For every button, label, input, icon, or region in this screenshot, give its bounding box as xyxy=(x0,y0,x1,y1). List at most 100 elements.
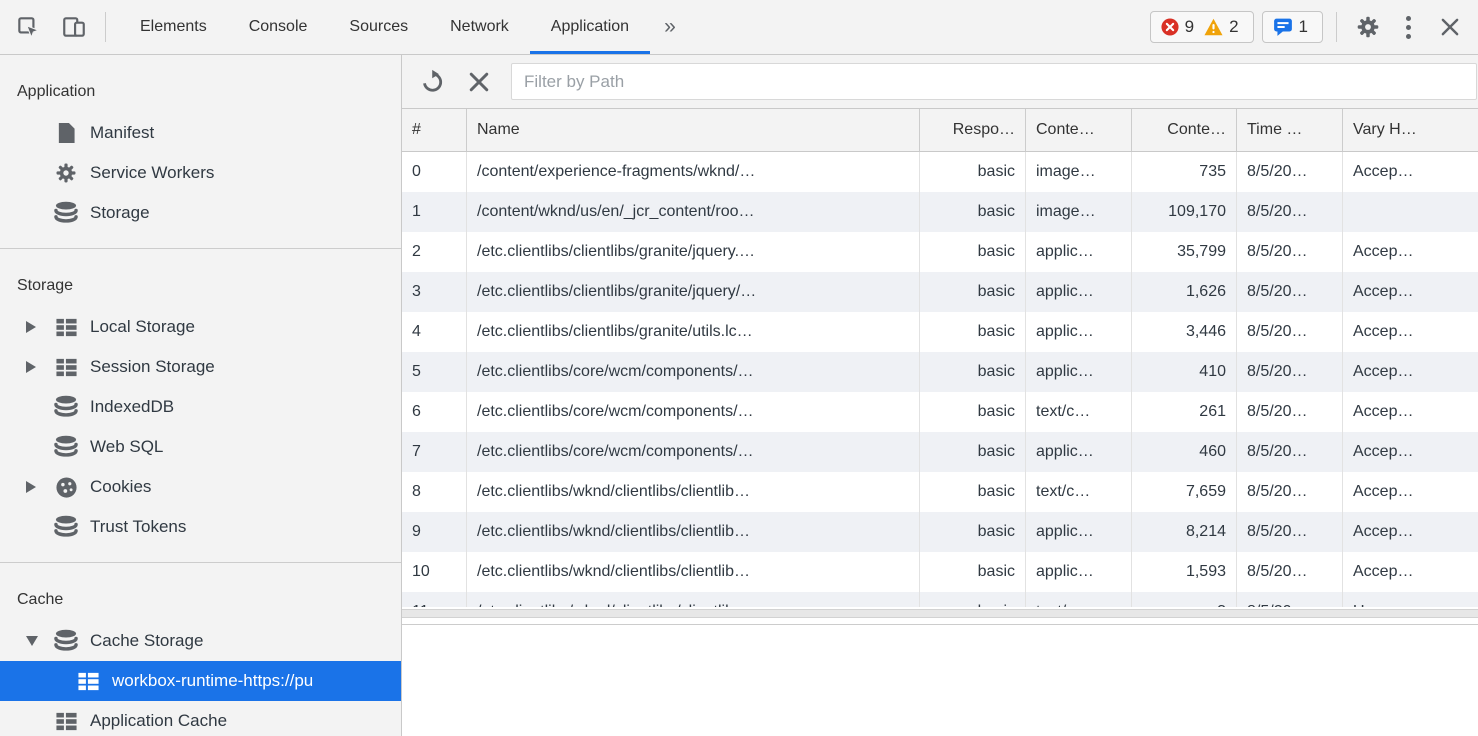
console-messages-badge[interactable]: 1 xyxy=(1261,11,1323,43)
cell-response-type: basic xyxy=(920,352,1026,392)
cell-name: /content/wknd/us/en/_jcr_content/roo… xyxy=(467,192,920,232)
sidebar-item-manifest[interactable]: Manifest xyxy=(0,113,401,153)
database-icon xyxy=(53,628,79,654)
sidebar-item-service-workers[interactable]: Service Workers xyxy=(0,153,401,193)
tab-sources[interactable]: Sources xyxy=(349,18,409,35)
table-row[interactable]: 2/etc.clientlibs/clientlibs/granite/jque… xyxy=(402,232,1478,272)
chevron-down-icon[interactable] xyxy=(26,636,38,646)
arrow-slot xyxy=(26,481,53,493)
sidebar-item-cache-storage[interactable]: Cache Storage xyxy=(0,621,401,661)
cell-vary-header: Accep… xyxy=(1353,403,1414,420)
cell-response-type: basic xyxy=(920,192,1026,232)
cell-vary-header: Accep… xyxy=(1353,323,1414,340)
table-row[interactable]: 10/etc.clientlibs/wknd/clientlibs/client… xyxy=(402,552,1478,592)
column-header-2[interactable]: Respo… xyxy=(920,109,1026,151)
more-tabs-chevron-icon[interactable]: » xyxy=(664,15,676,38)
refresh-icon[interactable] xyxy=(415,65,449,99)
column-header-4[interactable]: Conte… xyxy=(1132,109,1237,151)
table-row[interactable]: 8/etc.clientlibs/wknd/clientlibs/clientl… xyxy=(402,472,1478,512)
cell-name: /etc.clientlibs/core/wcm/components/… xyxy=(467,392,920,432)
cell-content-length: 35,799 xyxy=(1132,232,1237,272)
sidebar-item-application-cache[interactable]: Application Cache xyxy=(0,701,401,736)
split-gap xyxy=(402,618,1478,624)
sidebar-item-storage[interactable]: Storage xyxy=(0,193,401,233)
section-title: Storage xyxy=(17,277,74,294)
column-header-3[interactable]: Conte… xyxy=(1026,109,1132,151)
sidebar-item-cookies[interactable]: Cookies xyxy=(0,467,401,507)
filter-by-path-input[interactable] xyxy=(511,63,1477,100)
kebab-menu-icon[interactable] xyxy=(1390,9,1426,45)
table-row[interactable]: 11/etc.clientlibs/wknd/clientlibs/client… xyxy=(402,592,1478,607)
table-row[interactable]: 3/etc.clientlibs/clientlibs/granite/jque… xyxy=(402,272,1478,312)
cell-vary-header: Accep… xyxy=(1353,563,1414,580)
chevron-right-icon[interactable] xyxy=(26,361,36,373)
table-row[interactable]: 0/content/experience-fragments/wknd/…bas… xyxy=(402,152,1478,192)
cell-name: /etc.clientlibs/core/wcm/components/… xyxy=(467,352,920,392)
cell-time-cached: 8/5/20… xyxy=(1237,152,1343,192)
table-row[interactable]: 4/etc.clientlibs/clientlibs/granite/util… xyxy=(402,312,1478,352)
sidebar-item-web-sql[interactable]: Web SQL xyxy=(0,427,401,467)
column-header-0[interactable]: # xyxy=(402,109,467,151)
cell-num: 1 xyxy=(402,192,467,232)
warning-count: 2 xyxy=(1229,17,1239,36)
sidebar-item-local-storage[interactable]: Local Storage xyxy=(0,307,401,347)
device-toolbar-icon[interactable] xyxy=(56,9,92,45)
sidebar-item-session-storage[interactable]: Session Storage xyxy=(0,347,401,387)
tab-network[interactable]: Network xyxy=(450,18,509,35)
column-header-5[interactable]: Time … xyxy=(1237,109,1343,151)
cell-name: /etc.clientlibs/wknd/clientlibs/clientli… xyxy=(467,592,920,607)
table-row[interactable]: 1/content/wknd/us/en/_jcr_content/roo…ba… xyxy=(402,192,1478,232)
inspect-element-icon[interactable] xyxy=(10,9,46,45)
cell-response-type: basic xyxy=(920,472,1026,512)
grid-icon xyxy=(53,354,79,380)
tab-elements[interactable]: Elements xyxy=(140,18,207,35)
table-row[interactable]: 9/etc.clientlibs/wknd/clientlibs/clientl… xyxy=(402,512,1478,552)
settings-gear-icon[interactable] xyxy=(1350,9,1386,45)
cell-time-cached: 8/5/20… xyxy=(1237,232,1343,272)
cell-vary-header: Accep… xyxy=(1353,363,1414,380)
cell-content-type: applic… xyxy=(1026,552,1132,592)
cell-vary-header: Us… xyxy=(1343,592,1478,607)
sidebar-item-label: Session Storage xyxy=(90,357,215,376)
cell-name: /content/experience-fragments/wknd/… xyxy=(467,152,920,192)
table-row[interactable]: 6/etc.clientlibs/core/wcm/components/…ba… xyxy=(402,392,1478,432)
tab-console[interactable]: Console xyxy=(248,18,308,35)
cell-name: /etc.clientlibs/wknd/clientlibs/clientli… xyxy=(467,552,920,592)
cell-vary-header: Accep… xyxy=(1353,443,1414,460)
sidebar-item-workbox-runtime-https-pu[interactable]: workbox-runtime-https://pu xyxy=(0,661,401,701)
cell-time-cached: 8/5/20… xyxy=(1237,392,1343,432)
arrow-slot xyxy=(26,321,53,333)
sidebar-item-label: Cookies xyxy=(90,477,152,496)
sidebar-item-indexeddb[interactable]: IndexedDB xyxy=(0,387,401,427)
warning-icon xyxy=(1204,18,1223,36)
chevron-right-icon[interactable] xyxy=(26,321,36,333)
cell-content-type: applic… xyxy=(1026,512,1132,552)
cell-response-type: basic xyxy=(920,432,1026,472)
cell-num: 2 xyxy=(402,232,467,272)
cell-time-cached: 8/5/20… xyxy=(1237,192,1343,232)
sidebar-item-label: workbox-runtime-https://pu xyxy=(112,671,314,690)
cell-num: 4 xyxy=(402,312,467,352)
close-devtools-icon[interactable] xyxy=(1432,9,1468,45)
cell-content-length: 460 xyxy=(1132,432,1237,472)
column-header-1[interactable]: Name xyxy=(467,109,920,151)
clear-icon[interactable] xyxy=(462,65,496,99)
horizontal-scrollbar[interactable] xyxy=(402,609,1478,618)
error-icon xyxy=(1161,18,1179,36)
cookie-icon xyxy=(53,474,79,500)
table-row[interactable]: 5/etc.clientlibs/core/wcm/components/…ba… xyxy=(402,352,1478,392)
cell-name: /etc.clientlibs/clientlibs/granite/jquer… xyxy=(467,232,920,272)
column-header-6[interactable]: Vary H… xyxy=(1353,121,1417,138)
sidebar-item-label: IndexedDB xyxy=(90,397,175,416)
console-issues-badge[interactable]: 9 2 xyxy=(1149,11,1254,43)
sidebar-item-trust-tokens[interactable]: Trust Tokens xyxy=(0,507,401,547)
cell-name: /etc.clientlibs/clientlibs/granite/utils… xyxy=(467,312,920,352)
cell-content-length: 735 xyxy=(1132,152,1237,192)
tab-application[interactable]: Application xyxy=(529,0,651,54)
chevron-right-icon[interactable] xyxy=(26,481,36,493)
table-row[interactable]: 7/etc.clientlibs/core/wcm/components/…ba… xyxy=(402,432,1478,472)
